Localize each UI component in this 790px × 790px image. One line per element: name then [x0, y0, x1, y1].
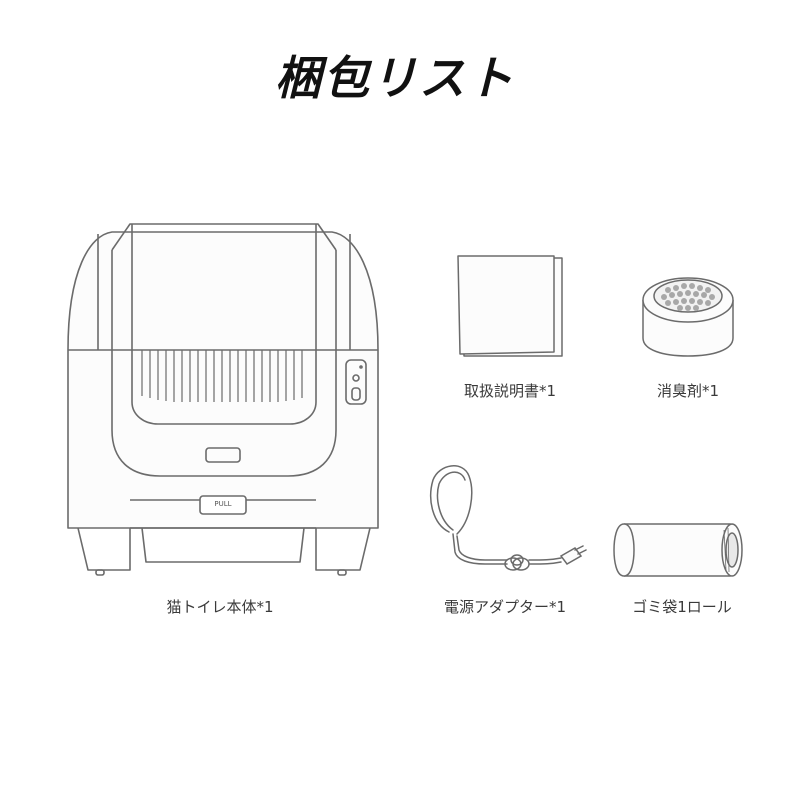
trash-bag-roll-item	[612, 520, 752, 580]
manual-item	[450, 250, 570, 360]
manual-label: 取扱説明書*1	[463, 382, 557, 400]
power-adapter-icon	[429, 465, 587, 571]
litter-box-label: 猫トイレ本体*1	[166, 598, 274, 616]
trash-bag-roll-icon	[613, 523, 743, 577]
power-adapter-label: 電源アダプター*1	[443, 598, 567, 616]
page-title: 梱包リスト	[275, 51, 515, 105]
trash-bag-roll-label: ゴミ袋1ロール	[632, 598, 732, 616]
litter-box-pull-label: PULL	[214, 500, 232, 508]
deodorizer-item	[638, 270, 738, 360]
deodorizer-label: 消臭剤*1	[656, 382, 720, 400]
litter-box-icon	[67, 223, 379, 576]
manual-icon	[457, 255, 563, 357]
litter-box-item: PULL	[60, 210, 390, 580]
power-adapter-item	[425, 460, 595, 580]
deodorizer-icon	[642, 277, 734, 357]
